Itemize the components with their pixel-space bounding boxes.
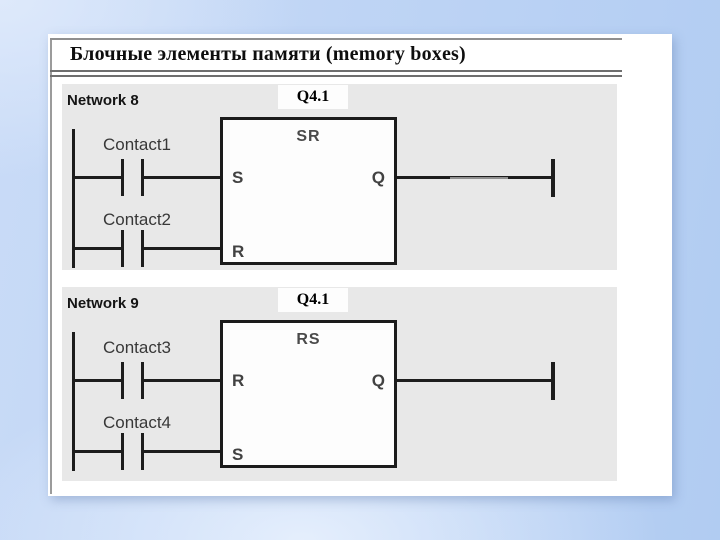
contact-label: Contact2 — [102, 210, 172, 229]
rung-wire — [72, 247, 121, 250]
contact-symbol-bar — [121, 230, 124, 267]
rung-wire — [144, 176, 220, 179]
output-wire — [397, 379, 553, 382]
right-power-rail — [551, 362, 555, 400]
contact-symbol-bar — [121, 159, 124, 196]
contact-symbol-bar — [141, 159, 144, 196]
network-9-panel: Network 9 Q4.1 Contact3 Contact4 RS R S … — [62, 287, 617, 481]
box-output-pin: Q — [371, 371, 385, 390]
network-label: Network 8 — [67, 92, 139, 109]
memory-box-type: RS — [296, 331, 321, 348]
memory-box-sr: SR S R Q — [220, 117, 397, 265]
title-double-rule — [50, 70, 622, 77]
rung-wire — [72, 450, 121, 453]
contact-symbol-bar — [141, 433, 144, 470]
rung-wire — [144, 379, 220, 382]
box-input-pin-2: S — [232, 445, 244, 464]
operand-address-label: Q4.1 — [278, 288, 348, 312]
box-input-pin-1: R — [232, 371, 245, 390]
memory-box-rs: RS R S Q — [220, 320, 397, 468]
contact-symbol-bar — [121, 362, 124, 399]
contact-label: Contact3 — [102, 338, 172, 357]
rung-wire — [144, 450, 220, 453]
box-output-pin: Q — [371, 168, 385, 187]
network-label: Network 9 — [67, 295, 139, 312]
rung-wire — [144, 247, 220, 250]
contact-symbol-bar — [121, 433, 124, 470]
rung-wire — [72, 176, 121, 179]
contact-label: Contact4 — [102, 413, 172, 432]
contact-label: Contact1 — [102, 135, 172, 154]
box-input-pin-1: S — [232, 168, 244, 187]
network-8-panel: Network 8 Q4.1 Contact1 Contact2 SR S R … — [62, 84, 617, 270]
left-power-rail — [72, 332, 75, 471]
rung-wire — [72, 379, 121, 382]
output-wire-shade — [450, 177, 508, 179]
memory-box-type: SR — [296, 128, 321, 145]
content-left-border — [50, 38, 52, 494]
left-power-rail — [72, 129, 75, 268]
operand-address-label: Q4.1 — [278, 85, 348, 109]
slide-title: Блочные элементы памяти (memory boxes) — [70, 43, 466, 65]
box-input-pin-2: R — [232, 242, 245, 261]
contact-symbol-bar — [141, 362, 144, 399]
contact-symbol-bar — [141, 230, 144, 267]
title-top-rule — [50, 38, 622, 40]
right-power-rail — [551, 159, 555, 197]
slide: Блочные элементы памяти (memory boxes) N… — [48, 34, 672, 496]
